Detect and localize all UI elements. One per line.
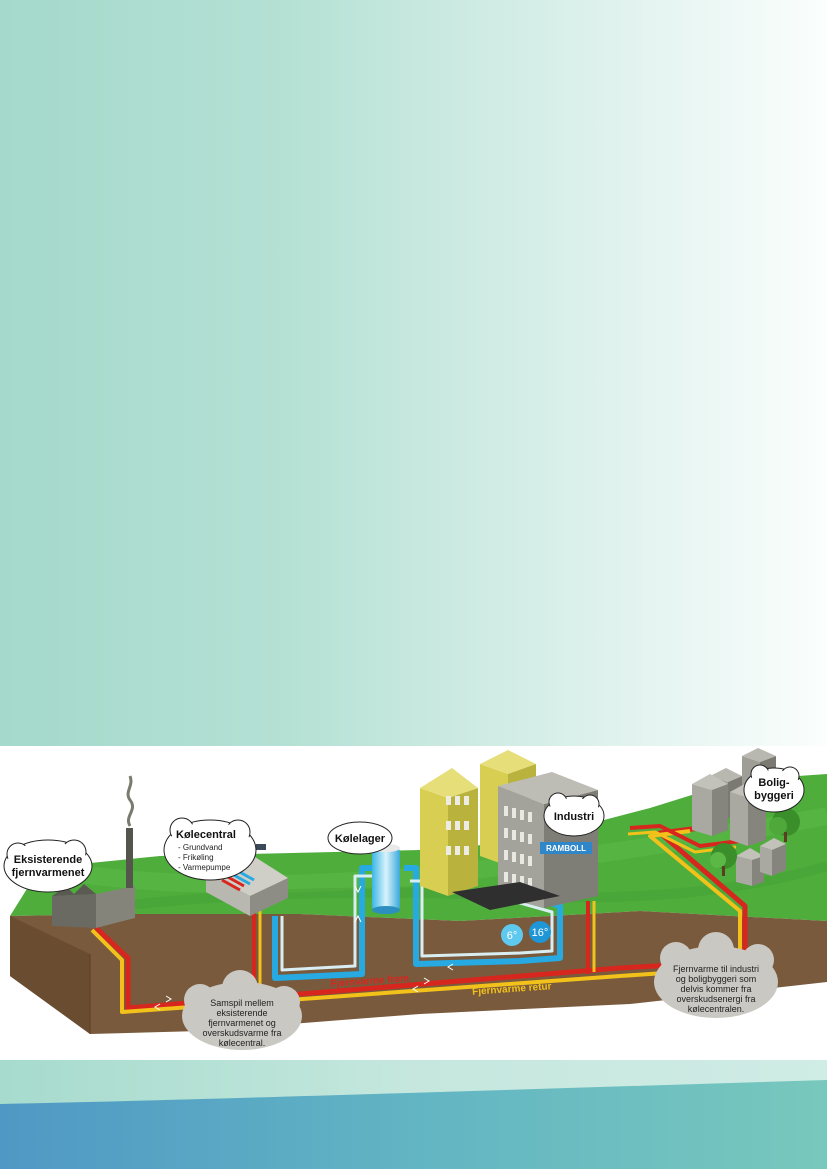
note-interplay-line2: eksisterende bbox=[216, 1008, 267, 1018]
label-cloud-existing-network: Eksisterende fjernvarmenet bbox=[3, 839, 93, 893]
label-cooling-storage: Kølelager bbox=[335, 833, 386, 845]
label-cooling-central-item-1: - Grundvand bbox=[178, 843, 222, 852]
label-cloud-residential: Bolig- byggeri bbox=[743, 764, 805, 813]
temperature-cold-badge: 6° bbox=[501, 924, 523, 946]
flow-arrows bbox=[154, 885, 454, 1011]
note-cloud-interplay: Samspil mellem eksisterende fjernvarmene… bbox=[182, 970, 302, 1050]
note-supply-line2: og boligbyggeri som bbox=[676, 974, 757, 984]
note-interplay-line5: kølecentral. bbox=[219, 1038, 266, 1048]
note-interplay-line1: Samspil mellem bbox=[210, 998, 274, 1008]
label-cooling-central-title: Kølecentral bbox=[176, 829, 236, 841]
soil-side bbox=[10, 916, 90, 1034]
note-supply-line3: delvis kommer fra bbox=[680, 984, 751, 994]
note-supply-line1: Fjernvarme til industri bbox=[673, 964, 759, 974]
label-industry: Industri bbox=[554, 811, 594, 823]
district-cooling-illustration: 6° 16° bbox=[0, 746, 827, 1060]
note-interplay-line4: overskudsvarme fra bbox=[202, 1028, 281, 1038]
temperature-warm-badge: 16° bbox=[529, 921, 551, 943]
cooling-storage-tank bbox=[372, 844, 400, 914]
industry-building-yellow-left bbox=[420, 768, 478, 896]
temperature-warm-label: 16° bbox=[532, 927, 549, 939]
brand-logo-text: RAMBOLL bbox=[546, 844, 586, 853]
factory-building bbox=[52, 775, 135, 928]
label-residential-line1: Bolig- bbox=[758, 777, 789, 789]
label-existing-network-line1: Eksisterende bbox=[14, 854, 82, 866]
top-gradient-background bbox=[0, 0, 827, 746]
label-district-heating-supply: Fjernvarme frem bbox=[330, 973, 409, 989]
label-cloud-industry: Industri bbox=[543, 792, 605, 837]
note-supply-line4: overskudsenergi fra bbox=[676, 994, 755, 1004]
note-interplay-line3: fjernvarmenet og bbox=[208, 1018, 276, 1028]
label-residential-line2: byggeri bbox=[754, 790, 794, 802]
label-cloud-cooling-storage: Kølelager bbox=[327, 821, 393, 855]
industry-parking-lot bbox=[452, 882, 560, 910]
bottom-wave-band bbox=[0, 1060, 827, 1169]
label-cloud-cooling-central: Kølecentral - Grundvand - Frikøling - Va… bbox=[163, 817, 257, 881]
note-supply-line5: kølecentralen. bbox=[688, 1004, 745, 1014]
bottom-wave bbox=[0, 1080, 827, 1169]
label-cooling-central-item-2: - Frikøling bbox=[178, 853, 214, 862]
illustration-svg: 6° 16° bbox=[3, 748, 827, 1050]
label-cooling-central-item-3: - Varmepumpe bbox=[178, 863, 231, 872]
temperature-cold-label: 6° bbox=[507, 930, 518, 942]
label-existing-network-line2: fjernvarmenet bbox=[12, 867, 85, 879]
note-cloud-supply: Fjernvarme til industri og boligbyggeri … bbox=[654, 932, 778, 1018]
